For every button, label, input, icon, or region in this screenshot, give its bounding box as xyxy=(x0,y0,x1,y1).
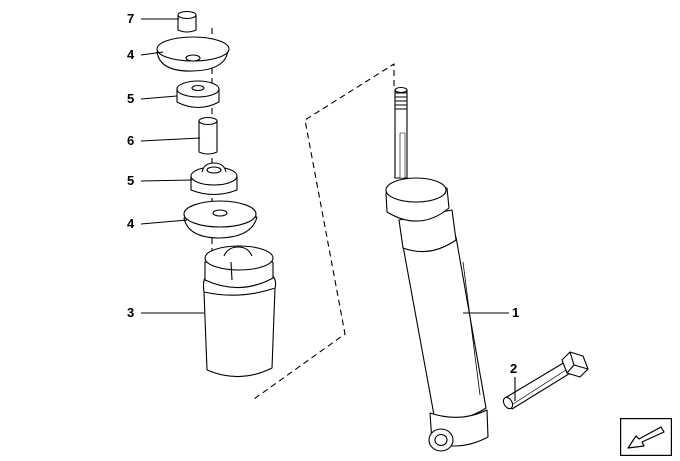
callout-5-bottom: 5 xyxy=(127,173,135,188)
callout-7: 7 xyxy=(127,11,135,26)
callout-6: 6 xyxy=(127,133,135,148)
part-5-top-bushing xyxy=(176,80,220,109)
part-2-bolt xyxy=(502,351,589,410)
part-7-cap-nut xyxy=(177,10,197,33)
part-4-bottom-washer xyxy=(183,200,258,239)
callout-3: 3 xyxy=(127,305,135,320)
part-3-bump-stop xyxy=(202,245,277,378)
callout-5-top: 5 xyxy=(127,91,135,106)
part-4-top-washer xyxy=(156,36,230,72)
leader-lines xyxy=(140,18,516,401)
assembly-dashed-line xyxy=(211,28,395,400)
part-1-shock-absorber xyxy=(385,86,489,452)
callout-2: 2 xyxy=(510,361,518,376)
callout-1: 1 xyxy=(512,305,520,320)
part-6-spacer-tube xyxy=(198,116,218,155)
arrow-down-left-icon[interactable] xyxy=(620,418,672,456)
part-5-bottom-bushing xyxy=(190,162,238,196)
callout-4-bottom: 4 xyxy=(127,216,135,231)
callout-4-top: 4 xyxy=(127,47,135,62)
